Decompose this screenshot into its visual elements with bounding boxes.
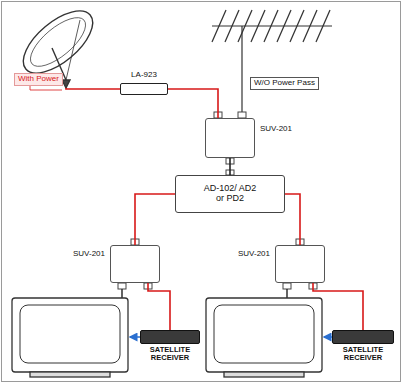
coax-connector bbox=[135, 194, 175, 245]
satellite-dish bbox=[13, 0, 103, 88]
coax-connector bbox=[285, 194, 300, 245]
adapter-box: AD-102/ AD2 or PD2 bbox=[175, 175, 285, 213]
box-label: AD-102/ AD2 or PD2 bbox=[199, 184, 261, 204]
coax-connector bbox=[168, 89, 218, 118]
part-name: LA-923 bbox=[131, 71, 157, 80]
television bbox=[12, 298, 128, 377]
coax-black bbox=[121, 289, 122, 298]
satellite-receiver: SATELLITE RECEIVER bbox=[140, 330, 200, 344]
av-arrow bbox=[130, 336, 140, 338]
inline-amplifier: LA-923 bbox=[120, 83, 168, 95]
switch-box: SUV-201 bbox=[205, 118, 255, 158]
switch-box: SUV-201 bbox=[275, 245, 325, 283]
part-name: SATELLITE RECEIVER bbox=[331, 346, 395, 363]
label-pointer bbox=[30, 86, 62, 90]
part-name: SUV-201 bbox=[238, 250, 270, 259]
switch-box: SUV-201 bbox=[110, 245, 160, 283]
coax-red bbox=[66, 88, 120, 89]
coax-connector bbox=[229, 158, 231, 175]
tv-antenna bbox=[212, 10, 332, 118]
coax-connector bbox=[148, 283, 170, 330]
coax-black bbox=[286, 289, 287, 298]
part-name: SUV-201 bbox=[73, 250, 105, 259]
satellite-receiver: SATELLITE RECEIVER bbox=[332, 330, 394, 344]
part-name: SATELLITE RECEIVER bbox=[138, 346, 202, 363]
television bbox=[206, 298, 322, 377]
part-name: SUV-201 bbox=[260, 125, 292, 134]
coax-connector bbox=[313, 283, 363, 330]
power-note: With Power bbox=[14, 73, 63, 86]
av-arrow bbox=[324, 336, 332, 338]
power-note: W/O Power Pass bbox=[250, 77, 319, 90]
